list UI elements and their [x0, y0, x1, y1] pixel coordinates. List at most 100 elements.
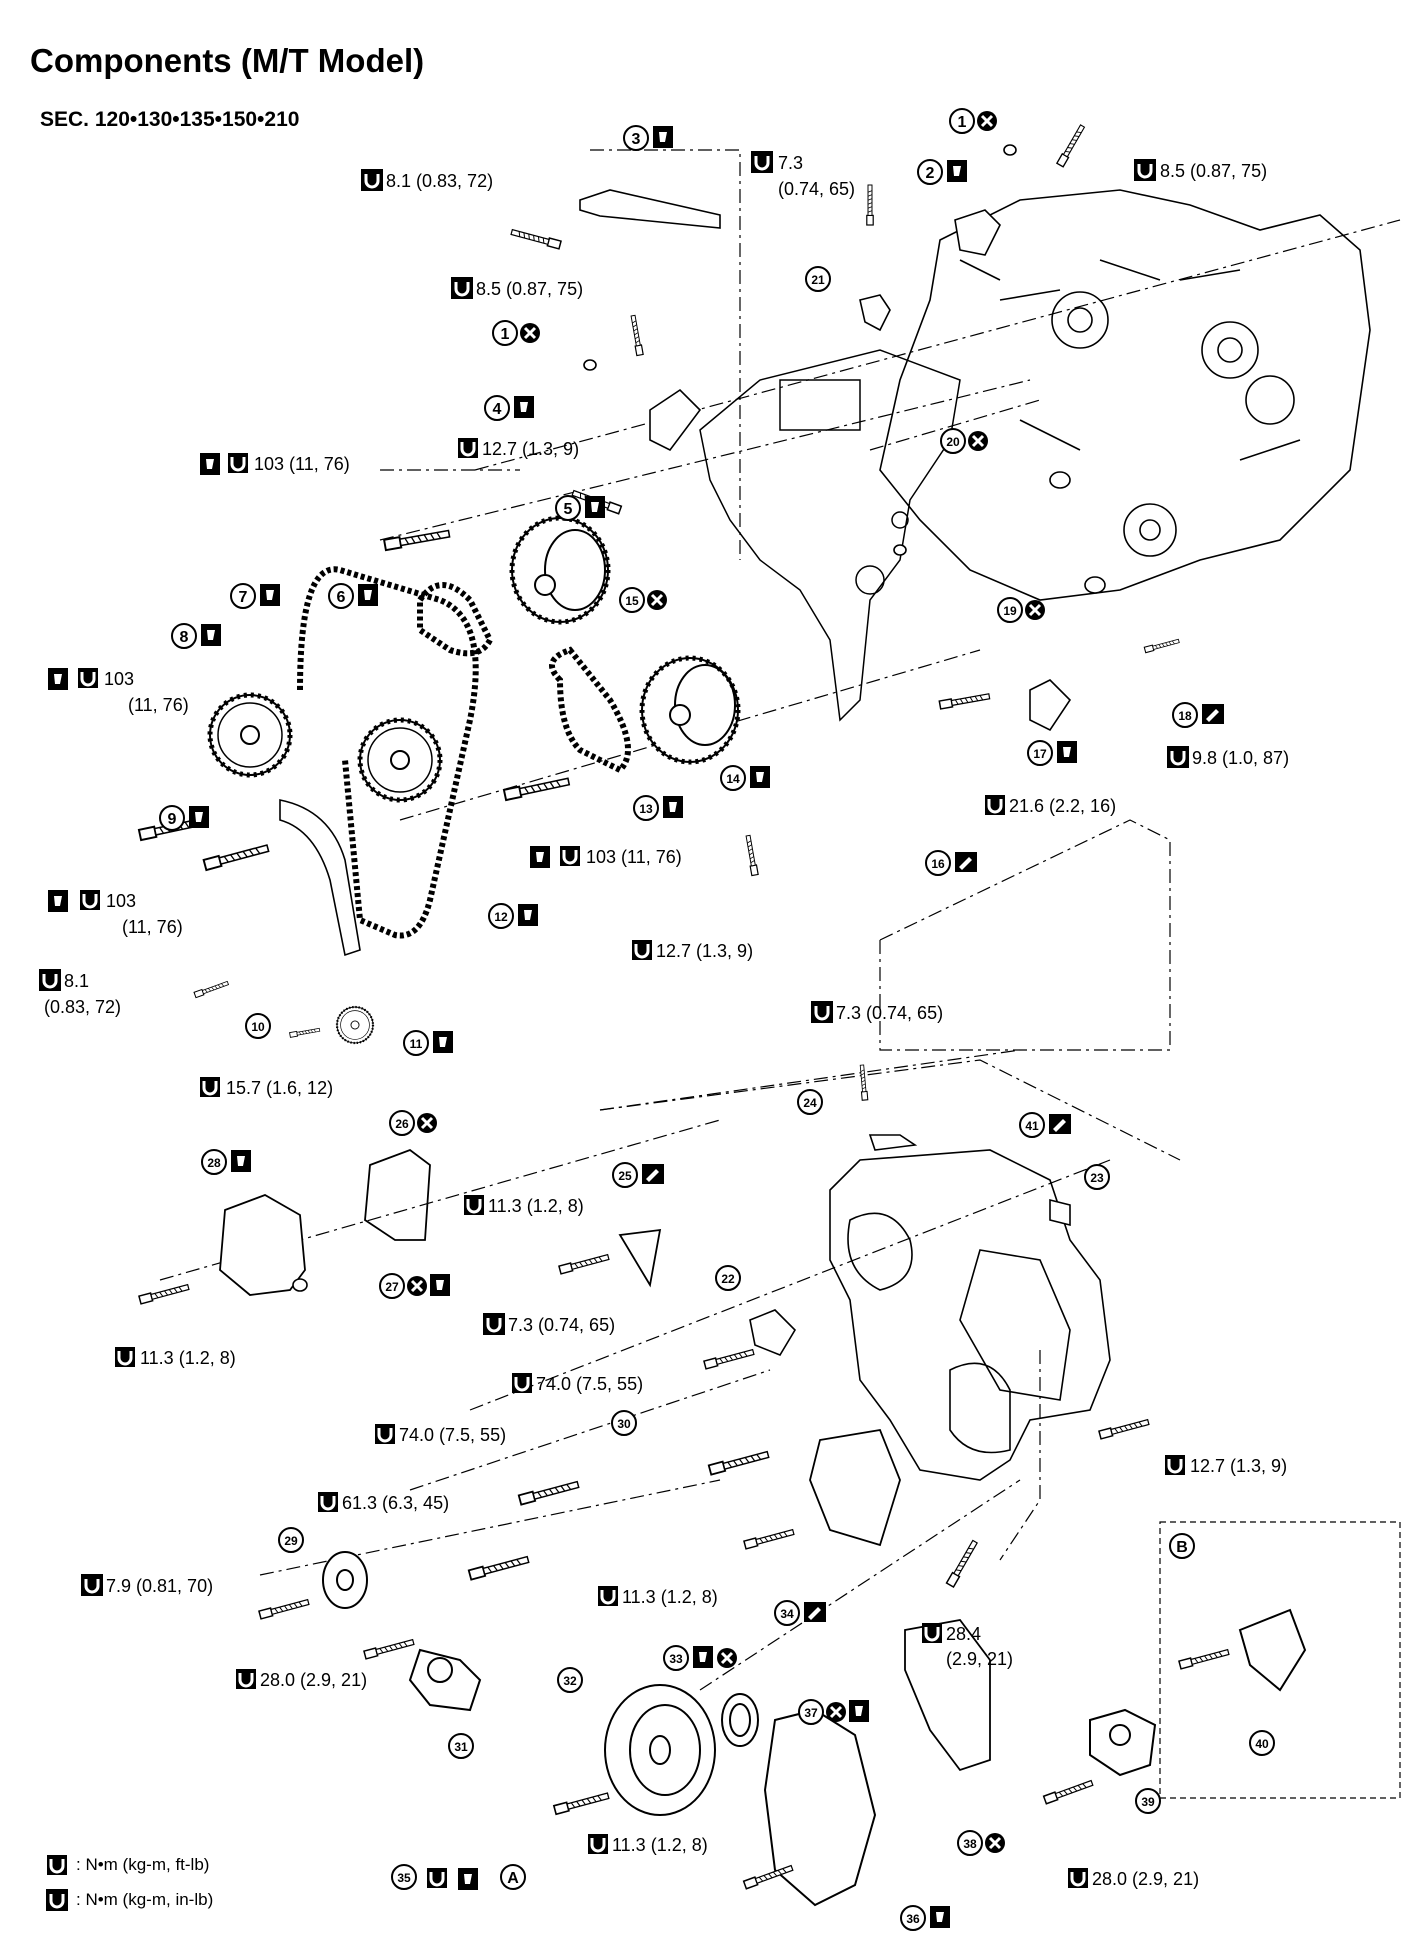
torque-label: 15.7 (1.6, 12) — [226, 1078, 334, 1098]
section-reference: SEC. 120•130•135•150•210 — [40, 108, 300, 131]
svg-text:5: 5 — [564, 501, 573, 518]
timing-chain — [297, 566, 631, 939]
svg-text:14: 14 — [726, 772, 740, 786]
torque-icons — [38, 150, 1190, 1912]
detail-box-b — [1159, 1521, 1401, 1799]
torque-label: 8.5 (0.87, 75) — [476, 279, 584, 299]
svg-text:1: 1 — [501, 326, 510, 343]
svg-text:33: 33 — [669, 1652, 683, 1666]
svg-text:3: 3 — [632, 131, 641, 148]
torque-label: (11, 76) — [122, 917, 183, 937]
torque-label: (0.74, 65) — [778, 179, 856, 199]
svg-text:24: 24 — [803, 1096, 817, 1110]
torque-label: 21.6 (2.2, 16) — [1009, 796, 1117, 816]
torque-label: 7.3 (0.74, 65) — [836, 1003, 944, 1023]
svg-text:31: 31 — [454, 1740, 468, 1754]
torque-label: 11.3 (1.2, 8) — [622, 1587, 718, 1607]
torque-label: 11.3 (1.2, 8) — [612, 1835, 708, 1855]
torque-label: 103 — [106, 891, 137, 911]
torque-label: 12.7 (1.3, 9) — [1190, 1456, 1288, 1476]
svg-text:30: 30 — [617, 1417, 631, 1431]
torque-label: 9.8 (1.0, 87) — [1192, 748, 1290, 768]
svg-text:15: 15 — [625, 594, 639, 608]
svg-text:18: 18 — [1178, 709, 1192, 723]
torque-label: 28.4 — [946, 1624, 982, 1644]
torque-label: 28.0 (2.9, 21) — [260, 1670, 368, 1690]
svg-text:26: 26 — [395, 1117, 409, 1131]
part-callouts: 1 2 3 1 4 5 6 7 8 9 10 11 12 13 14 15 16… — [159, 108, 1275, 1931]
idler-pulley — [322, 1551, 368, 1609]
svg-text:29: 29 — [284, 1534, 298, 1548]
tensioner-pulley — [408, 1648, 482, 1712]
chain-tensioner-arm — [279, 189, 721, 957]
page-title: Components (M/T Model) — [30, 42, 425, 79]
svg-text:11: 11 — [410, 1037, 423, 1051]
svg-text:39: 39 — [1141, 1795, 1155, 1809]
vtc-cover — [219, 1194, 306, 1296]
cylinder-head-block — [879, 189, 1371, 601]
svg-text:41: 41 — [1025, 1119, 1039, 1133]
torque-label: 8.1 — [64, 971, 90, 991]
bolts — [137, 123, 1231, 1890]
svg-text:36: 36 — [906, 1912, 920, 1926]
torque-label: 103 (11, 76) — [586, 847, 682, 867]
svg-text:A: A — [507, 1870, 519, 1887]
legend-ft-lb: : N•m (kg-m, ft-lb) — [76, 1855, 210, 1874]
torque-label: 28.0 (2.9, 21) — [1092, 1869, 1200, 1889]
torque-label: 8.5 (0.87, 75) — [1160, 161, 1268, 181]
oil-pump-cover — [763, 1708, 877, 1907]
svg-text:16: 16 — [931, 857, 945, 871]
front-oil-seal — [721, 1693, 759, 1747]
svg-text:7: 7 — [239, 589, 248, 606]
torque-label: 11.3 (1.2, 8) — [488, 1196, 584, 1216]
svg-text:12: 12 — [494, 910, 508, 924]
torque-label: 11.3 (1.2, 8) — [140, 1348, 236, 1368]
svg-text:22: 22 — [721, 1272, 735, 1286]
svg-text:37: 37 — [804, 1706, 818, 1720]
svg-text:2: 2 — [926, 165, 935, 182]
torque-label: 7.9 (0.81, 70) — [106, 1576, 214, 1596]
svg-text:40: 40 — [1255, 1737, 1269, 1751]
svg-text:25: 25 — [618, 1169, 632, 1183]
torque-label: 8.1 (0.83, 72) — [386, 171, 494, 191]
svg-text:34: 34 — [780, 1607, 794, 1621]
svg-text:32: 32 — [563, 1674, 577, 1688]
small-parts — [292, 144, 1106, 1356]
assembly-guide-lines — [159, 149, 1401, 1691]
svg-text:27: 27 — [385, 1280, 399, 1294]
torque-label: (0.83, 72) — [44, 997, 122, 1017]
svg-text:19: 19 — [1003, 604, 1017, 618]
torque-label: (11, 76) — [128, 695, 189, 715]
torque-label: 7.3 — [778, 153, 804, 173]
svg-text:B: B — [1176, 1539, 1188, 1556]
vtc-sprocket-upper — [509, 515, 611, 625]
torque-label: 61.3 (6.3, 45) — [342, 1493, 450, 1513]
torque-label: 12.7 (1.3, 9) — [482, 439, 580, 459]
svg-text:13: 13 — [639, 802, 653, 816]
svg-text:4: 4 — [493, 401, 502, 418]
crankshaft-pulley — [604, 1684, 716, 1816]
gaskets — [364, 1148, 991, 1772]
vtc-sprocket-lower — [639, 655, 741, 765]
svg-text:21: 21 — [811, 273, 825, 287]
drive-belt-tensioner — [1089, 1708, 1157, 1777]
legend-in-lb: : N•m (kg-m, in-lb) — [76, 1890, 214, 1909]
front-timing-cover — [829, 1149, 1111, 1481]
torque-label: 103 — [104, 669, 135, 689]
svg-text:28: 28 — [207, 1156, 221, 1170]
svg-text:35: 35 — [397, 1871, 411, 1885]
intake-camshaft-sprocket — [210, 695, 290, 775]
torque-label: 12.7 (1.3, 9) — [656, 941, 754, 961]
svg-text:38: 38 — [963, 1837, 977, 1851]
svg-text:20: 20 — [946, 435, 960, 449]
torque-label: 7.3 (0.74, 65) — [508, 1315, 616, 1335]
svg-text:23: 23 — [1090, 1171, 1104, 1185]
svg-text:1: 1 — [958, 114, 967, 131]
svg-text:8: 8 — [180, 629, 189, 646]
torque-label: 74.0 (7.5, 55) — [399, 1425, 507, 1445]
svg-text:17: 17 — [1033, 747, 1047, 761]
svg-text:6: 6 — [337, 589, 346, 606]
svg-text:9: 9 — [168, 811, 177, 828]
svg-text:10: 10 — [251, 1020, 265, 1034]
